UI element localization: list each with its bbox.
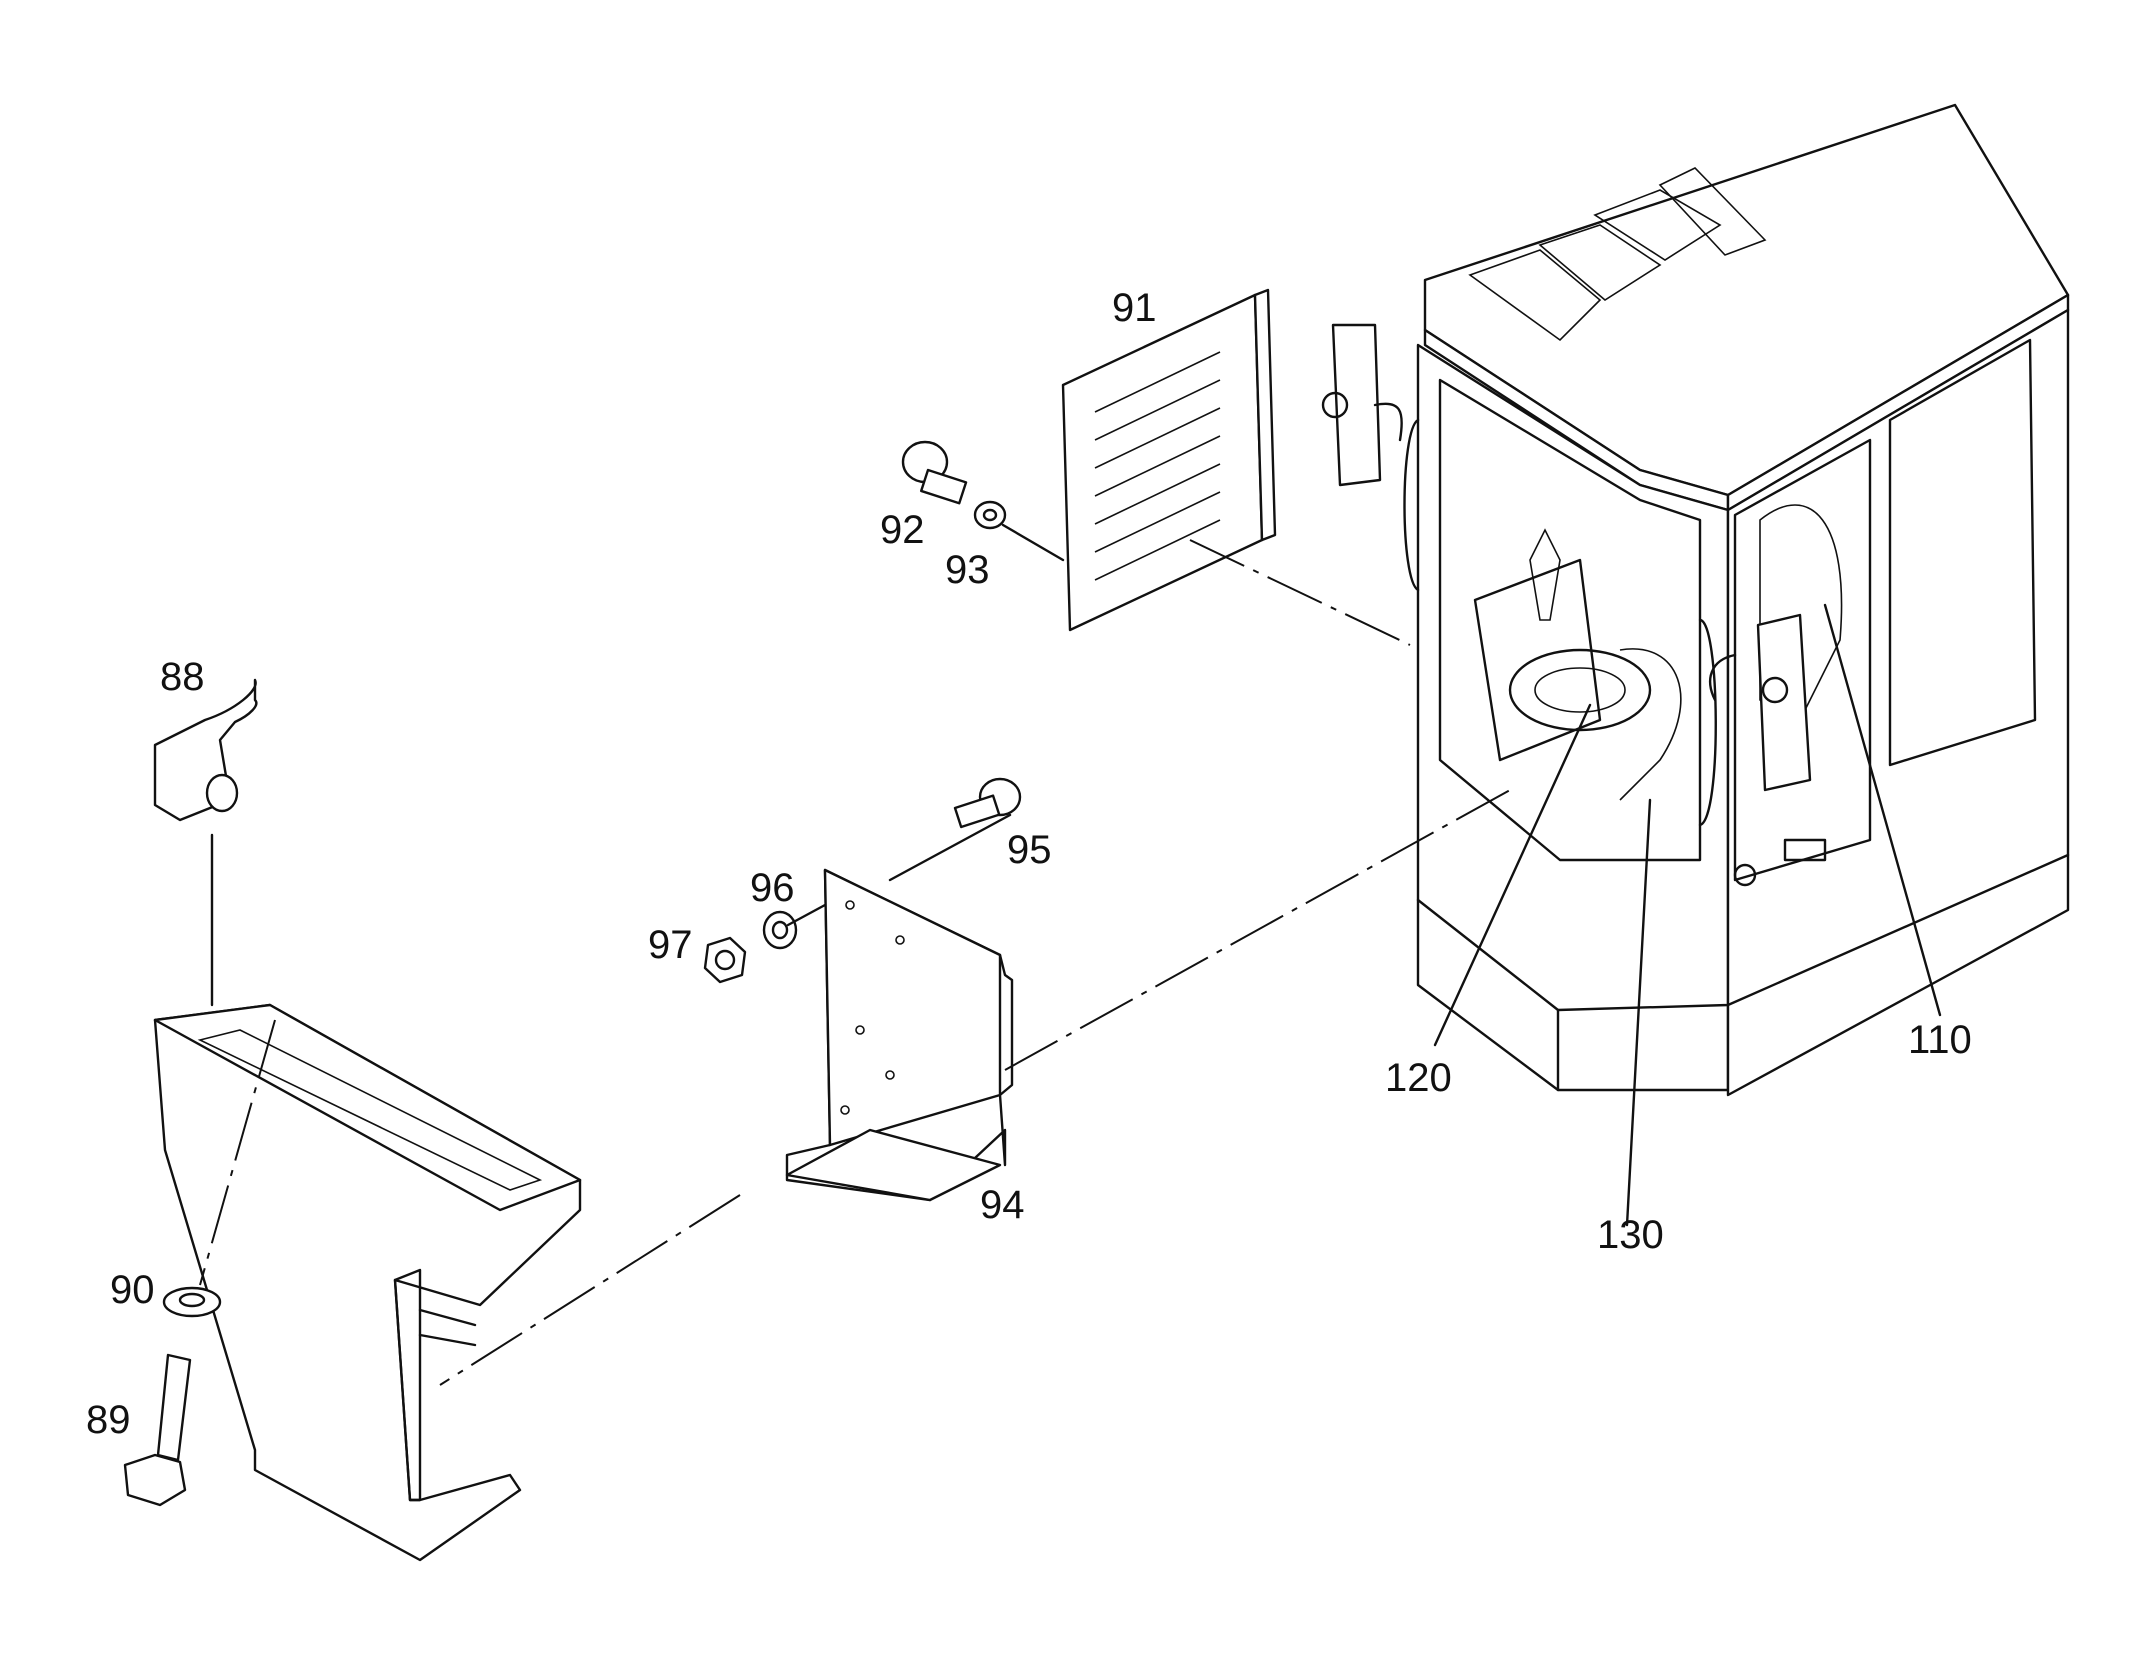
callout-90: 90 [110, 1268, 155, 1312]
callout-95: 95 [1007, 828, 1052, 872]
operator-cab [1321, 103, 2070, 1097]
nut-97 [703, 936, 747, 984]
callout-89: 89 [86, 1398, 131, 1442]
bolt-95 [953, 777, 1022, 829]
bolt-89 [123, 1353, 192, 1507]
bolt-92 [901, 440, 968, 505]
callout-88: 88 [160, 655, 205, 699]
washer-90 [162, 1286, 222, 1318]
washer-96 [762, 910, 798, 950]
callout-120: 120 [1385, 1056, 1452, 1100]
callout-93: 93 [945, 548, 990, 592]
louvered-panel-91 [1061, 288, 1277, 632]
clip-88 [153, 678, 258, 822]
console-housing [153, 1003, 582, 1562]
callout-97: 97 [648, 923, 693, 967]
callout-110: 110 [1908, 1018, 1972, 1062]
callout-94: 94 [980, 1183, 1025, 1227]
callout-91: 91 [1112, 286, 1157, 330]
washer-93 [973, 500, 1007, 530]
bracket-94 [785, 868, 1014, 1202]
leader-lines [1433, 603, 1942, 1227]
callout-96: 96 [750, 866, 795, 910]
callout-92: 92 [880, 508, 925, 552]
alignment-lines [199, 523, 1511, 1386]
callout-130: 130 [1597, 1213, 1664, 1257]
